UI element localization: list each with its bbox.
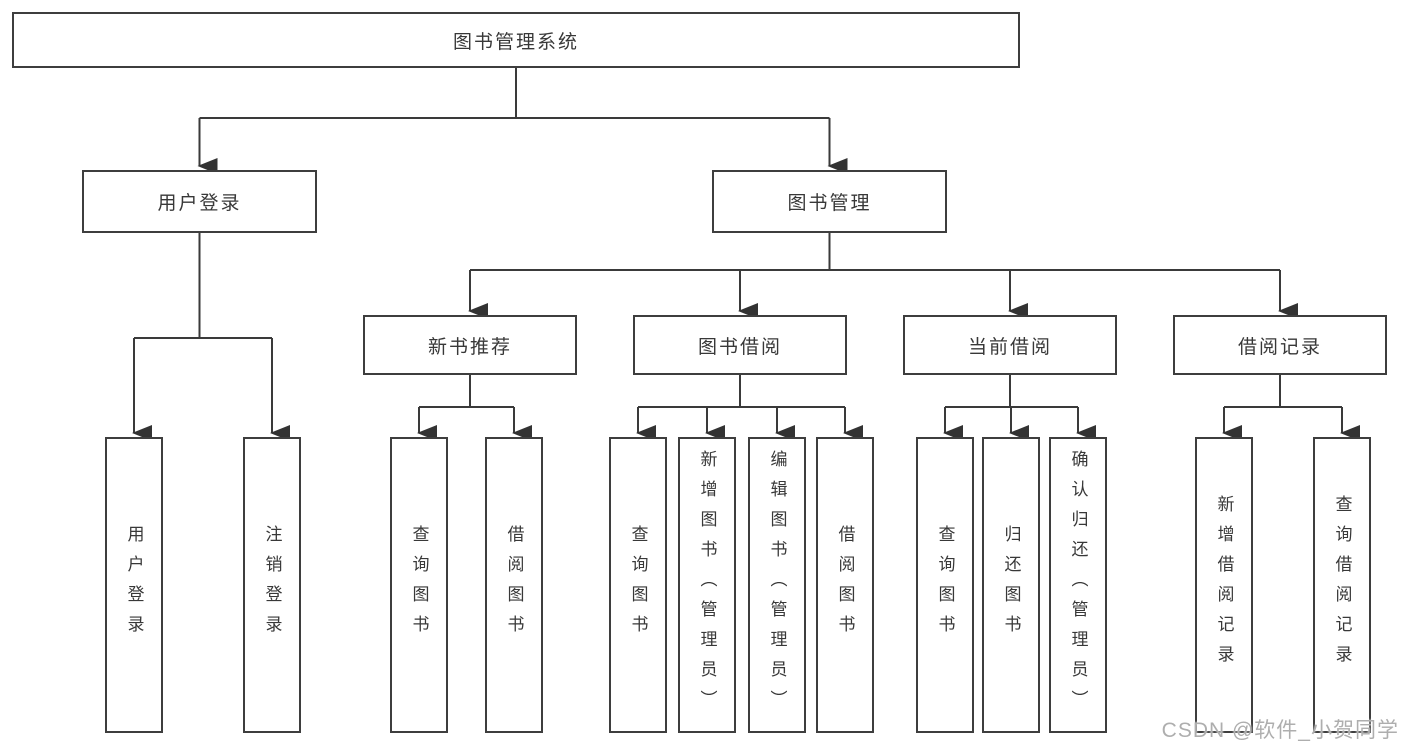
connector-current-borrowing-children (943, 375, 1096, 441)
node-return-books: 归还图书 (982, 437, 1040, 733)
node-label: 编辑图书（管理员） (767, 450, 787, 720)
node-edit-book-admin: 编辑图书（管理员） (748, 437, 806, 733)
node-add-book-admin: 新增图书（管理员） (678, 437, 736, 733)
node-confirm-return-admin: 确认归还（管理员） (1049, 437, 1107, 733)
connector-new-book-rec-children (417, 375, 532, 441)
connector-book-borrowing-children (636, 375, 863, 441)
connector-book-mgmt-children (468, 233, 1298, 319)
node-label: 新增借阅记录 (1214, 495, 1234, 675)
node-label: 新增图书（管理员） (697, 450, 717, 720)
node-label: 归还图书 (1001, 525, 1021, 645)
node-label: 用户登录 (124, 525, 144, 645)
node-label: 查询图书 (935, 525, 955, 645)
node-label: 查询借阅记录 (1332, 495, 1352, 675)
node-library-management-system: 图书管理系统 (12, 12, 1020, 68)
node-label: 图书管理 (787, 193, 872, 214)
node-current-borrowing: 当前借阅 (903, 315, 1117, 375)
node-logout: 注销登录 (243, 437, 301, 733)
node-query-borrowing-record: 查询借阅记录 (1313, 437, 1371, 733)
node-label: 借阅图书 (835, 525, 855, 645)
connector-borrow-records-children (1222, 375, 1360, 441)
node-new-book-recommendation: 新书推荐 (363, 315, 577, 375)
node-label: 用户登录 (157, 193, 242, 214)
node-label: 图书管理系统 (452, 31, 579, 53)
node-label: 当前借阅 (967, 336, 1052, 358)
node-borrow-books: 借阅图书 (485, 437, 543, 733)
node-user-login: 用户登录 (105, 437, 163, 733)
node-query-books-current: 查询图书 (916, 437, 974, 733)
node-label: 查询图书 (628, 525, 648, 645)
connector-user-login-children (132, 233, 290, 441)
node-book-borrowing: 图书借阅 (633, 315, 847, 375)
node-label: 确认归还（管理员） (1068, 450, 1088, 720)
node-book-management: 图书管理 (712, 170, 947, 233)
node-label: 图书借阅 (697, 336, 782, 358)
node-label: 新书推荐 (427, 336, 512, 358)
node-label: 借阅记录 (1237, 336, 1322, 358)
node-label: 注销登录 (262, 525, 282, 645)
node-borrowing-records: 借阅记录 (1173, 315, 1387, 375)
csdn-watermark: CSDN @软件_小贺同学 (1161, 719, 1399, 742)
node-borrow-books-borrowing: 借阅图书 (816, 437, 874, 733)
node-label: 查询图书 (409, 525, 429, 645)
node-label: 借阅图书 (504, 525, 524, 645)
node-user-login-module: 用户登录 (82, 170, 317, 233)
node-query-books: 查询图书 (390, 437, 448, 733)
node-query-books-borrowing: 查询图书 (609, 437, 667, 733)
node-add-borrowing-record: 新增借阅记录 (1195, 437, 1253, 733)
connector-root-to-level2 (197, 68, 848, 174)
